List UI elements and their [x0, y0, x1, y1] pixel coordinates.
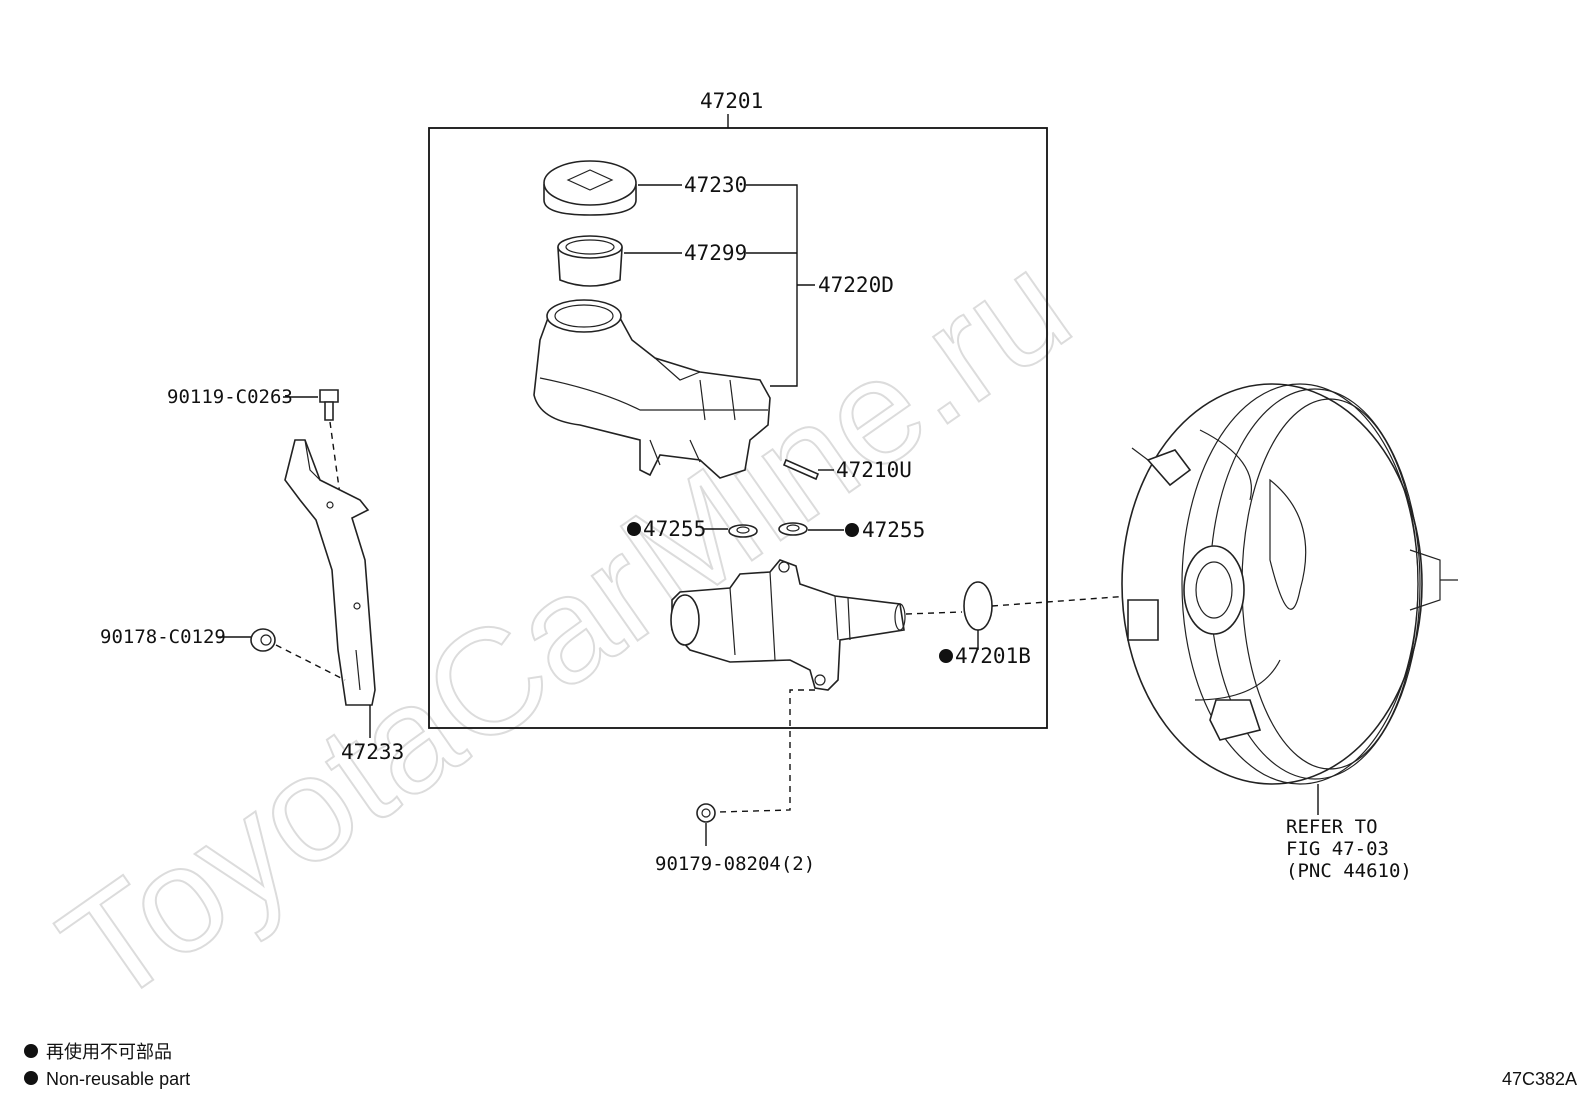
- label-90119-C0263[interactable]: 90119-C0263: [167, 386, 293, 408]
- brake-booster[interactable]: [1121, 383, 1458, 785]
- refer-line-1: REFER TO: [1286, 816, 1378, 838]
- label-47201[interactable]: 47201: [700, 89, 763, 113]
- non-reusable-dot: [627, 522, 641, 536]
- non-reusable-dot: [939, 649, 953, 663]
- label-90179-08204[interactable]: 90179-08204(2): [655, 853, 815, 875]
- label-47201B[interactable]: 47201B: [955, 644, 1031, 668]
- bolt-mid[interactable]: [250, 628, 276, 652]
- brake-reservoir[interactable]: [533, 299, 771, 479]
- grommet-left[interactable]: [728, 524, 758, 538]
- non-reusable-dot: [845, 523, 859, 537]
- bolt-top[interactable]: [319, 389, 339, 421]
- label-47255-right[interactable]: 47255: [862, 518, 925, 542]
- label-47230[interactable]: 47230: [684, 173, 747, 197]
- reservoir-pin[interactable]: [782, 458, 820, 481]
- label-47220D[interactable]: 47220D: [818, 273, 894, 297]
- master-cylinder[interactable]: [670, 559, 906, 691]
- label-90178-C0129[interactable]: 90178-C0129: [100, 626, 226, 648]
- label-47233[interactable]: 47233: [341, 740, 404, 764]
- label-47299[interactable]: 47299: [684, 241, 747, 265]
- legend-en: Non-reusable part: [46, 1069, 190, 1089]
- legend-dot-en: [24, 1071, 38, 1085]
- figure-code: 47C382A: [1502, 1069, 1577, 1089]
- label-47255-left[interactable]: 47255: [643, 517, 706, 541]
- legend-jp: 再使用不可部品: [46, 1042, 172, 1062]
- legend-dot-jp: [24, 1044, 38, 1058]
- bracket[interactable]: [284, 439, 376, 706]
- grommet-right[interactable]: [778, 522, 808, 536]
- label-47210U[interactable]: 47210U: [836, 458, 912, 482]
- refer-line-2: FIG 47-03: [1286, 838, 1389, 860]
- nut[interactable]: [696, 803, 716, 823]
- reservoir-cap[interactable]: [543, 160, 637, 216]
- o-ring[interactable]: [963, 581, 993, 631]
- assembly-box: [428, 127, 1048, 729]
- reservoir-strainer[interactable]: [557, 235, 623, 287]
- refer-line-3: (PNC 44610): [1286, 860, 1412, 882]
